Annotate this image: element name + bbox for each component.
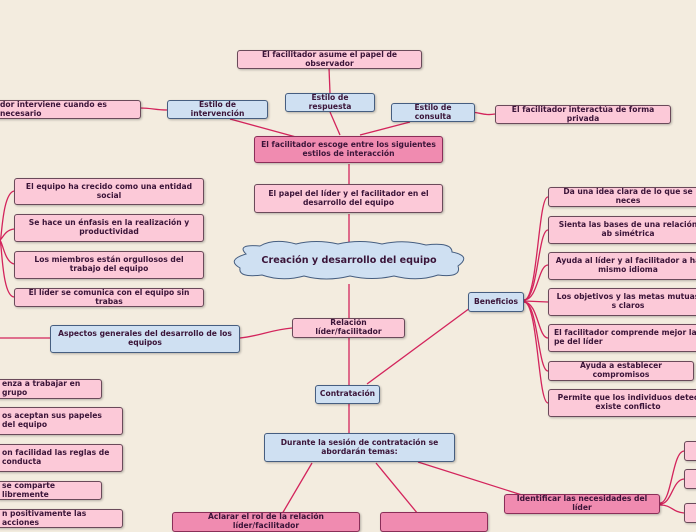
benefit-item-7[interactable]: Permite que los individuos detec existe …: [548, 389, 696, 417]
relation-node[interactable]: Relación líder/facilitador: [292, 318, 405, 338]
consult-detail-node[interactable]: El facilitador interactúa de forma priva…: [495, 105, 671, 124]
link-response-observer: [328, 67, 331, 94]
link-benefits-1: [523, 196, 549, 301]
link-session-bottom-right: [375, 462, 419, 515]
general-aspects-node[interactable]: Aspectos generales del desarrollo de los…: [50, 325, 240, 353]
link-choose-response: [329, 111, 341, 136]
link-benefits-3: [523, 264, 549, 301]
link-needs-right-3: [659, 504, 685, 514]
benefit-item-4[interactable]: Los objetivos y las metas mutuas s claro…: [548, 288, 696, 316]
leader-role-node[interactable]: El papel del líder y el facilitador en e…: [254, 184, 443, 213]
link-contract-benefits: [366, 307, 471, 385]
link-benefits-7: [523, 301, 549, 404]
link-intervention-detail: [139, 107, 168, 111]
link-benefits-2: [523, 229, 549, 301]
left-group-item-4[interactable]: El líder se comunica con el equipo sin t…: [14, 288, 204, 307]
benefits-node[interactable]: Beneficios: [468, 292, 524, 312]
central-topic[interactable]: Creación y desarrollo del equipo: [261, 254, 437, 266]
left-group-item-3[interactable]: Los miembros están orgullosos del trabaj…: [14, 251, 204, 279]
consult-style-node[interactable]: Estilo de consulta: [391, 103, 475, 122]
contract-node[interactable]: Contratación: [315, 385, 380, 404]
link-left-group-2: [0, 228, 15, 241]
identify-needs-node[interactable]: Identificar las necesidades del líder: [504, 494, 660, 514]
benefit-item-5[interactable]: El facilitador comprende mejor la pe del…: [548, 324, 696, 352]
link-needs-right-2: [659, 478, 685, 505]
response-style-node[interactable]: Estilo de respuesta: [285, 93, 375, 112]
link-benefits-5: [523, 301, 549, 339]
lower-left-item-2[interactable]: os aceptan sus papeles del equipo: [0, 407, 123, 435]
link-choose-intervention: [229, 118, 297, 138]
bottom-node-left[interactable]: Aclarar el rol de la relación líder/faci…: [172, 512, 360, 532]
lower-left-item-3[interactable]: on facilidad las reglas de conducta: [0, 444, 123, 472]
left-group-item-1[interactable]: El equipo ha crecido como una entidad so…: [14, 178, 204, 205]
link-relation-general: [239, 327, 293, 339]
central-cloud: [233, 240, 465, 280]
left-group-item-2[interactable]: Se hace un énfasis en la realización y p…: [14, 214, 204, 242]
benefit-item-6[interactable]: Ayuda a establecer compromisos: [548, 361, 694, 381]
session-topics-node[interactable]: Durante la sesión de contratación se abo…: [264, 433, 455, 462]
chooses-styles-node[interactable]: El facilitador escoge entre los siguient…: [254, 136, 443, 163]
link-session-needs: [417, 461, 523, 496]
link-left-group-1: [0, 190, 15, 241]
link-choose-consult: [359, 121, 411, 136]
benefit-item-1[interactable]: Da una idea clara de lo que se neces: [548, 187, 696, 207]
observer-node[interactable]: El facilitador asume el papel de observa…: [237, 50, 422, 69]
link-session-bottom-left: [281, 462, 313, 515]
link-left-group-4: [0, 239, 15, 298]
right-partial-1[interactable]: E: [684, 441, 696, 461]
lower-left-item-5[interactable]: n positivamente las acciones: [0, 509, 123, 528]
benefit-item-3[interactable]: Ayuda al líder y al facilitador a ha mis…: [548, 252, 696, 280]
intervention-detail-node[interactable]: dor interviene cuando es necesario: [0, 100, 141, 119]
link-benefits-4: [523, 300, 549, 303]
benefit-item-2[interactable]: Sienta las bases de una relación ab simé…: [548, 216, 696, 244]
link-needs-right-1: [659, 450, 685, 504]
bottom-node-right[interactable]: [380, 512, 488, 532]
lower-left-item-1[interactable]: enza a trabajar en grupo: [0, 379, 102, 399]
intervention-style-node[interactable]: Estilo de intervención: [167, 100, 268, 119]
right-partial-2[interactable]: F: [684, 469, 696, 489]
right-partial-3[interactable]: C: [684, 503, 696, 523]
lower-left-item-4[interactable]: se comparte libremente: [0, 481, 102, 500]
